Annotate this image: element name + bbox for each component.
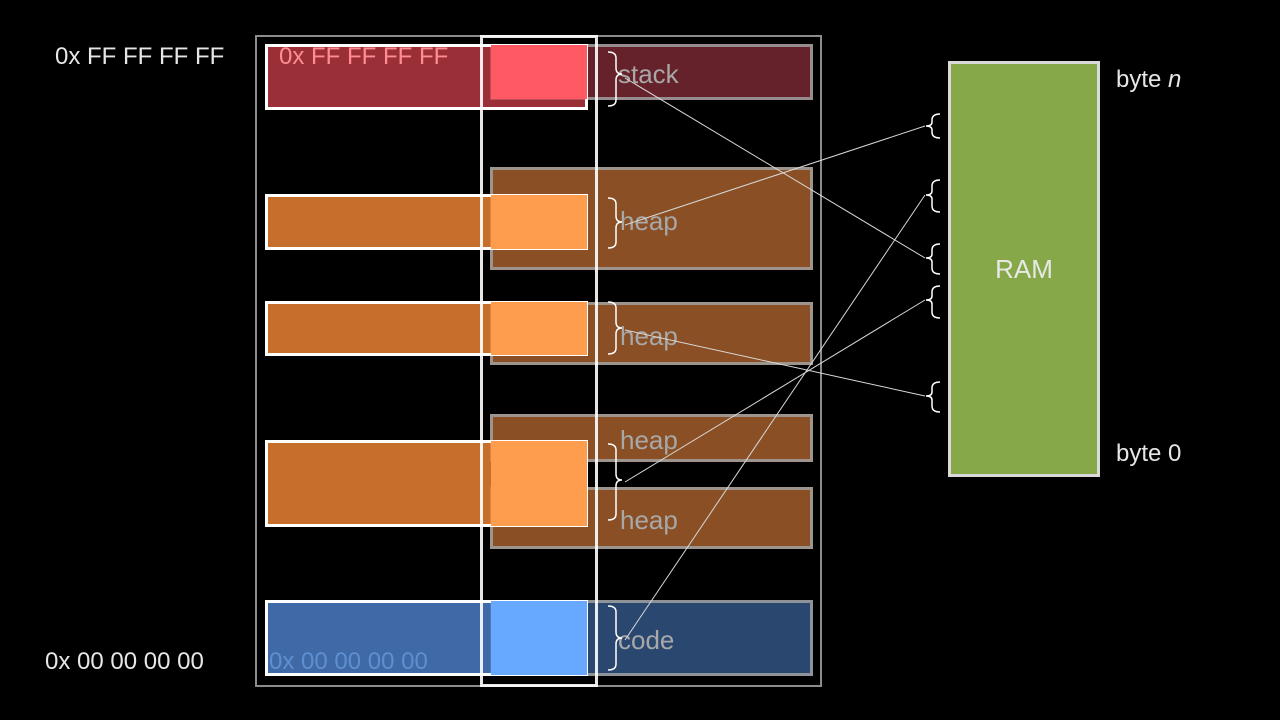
- stack-overlap-highlight: [491, 45, 587, 99]
- process-b-heap-label: heap: [620, 505, 678, 535]
- ram-top-byte-var: n: [1168, 66, 1182, 93]
- ram-block: RAM: [948, 61, 1100, 477]
- address-top-ghost-label: 0x FF FF FF FF: [279, 43, 449, 70]
- heap-overlap-highlight: [491, 441, 587, 526]
- ram-bottom-byte-label: byte 0: [1116, 440, 1182, 467]
- address-bottom-ghost-label: 0x 00 00 00 00: [269, 648, 428, 675]
- address-bottom-label: 0x 00 00 00 00: [45, 648, 204, 675]
- process-b-stack-label: stack: [618, 59, 679, 89]
- ram-label: RAM: [995, 254, 1053, 284]
- ram-top-byte-label: byte n: [1116, 68, 1181, 92]
- heap-overlap-highlight: [491, 195, 587, 249]
- address-top-label: 0x FF FF FF FF: [55, 43, 225, 70]
- process-b-heap-label: heap: [620, 206, 678, 236]
- ram-top-byte-prefix: byte: [1116, 66, 1169, 93]
- process-b-heap-label: heap: [620, 425, 678, 455]
- code-overlap-highlight: [491, 601, 587, 675]
- process-b-code-label: code: [618, 625, 675, 655]
- heap-overlap-highlight: [491, 302, 587, 355]
- process-b-heap-label: heap: [620, 321, 678, 351]
